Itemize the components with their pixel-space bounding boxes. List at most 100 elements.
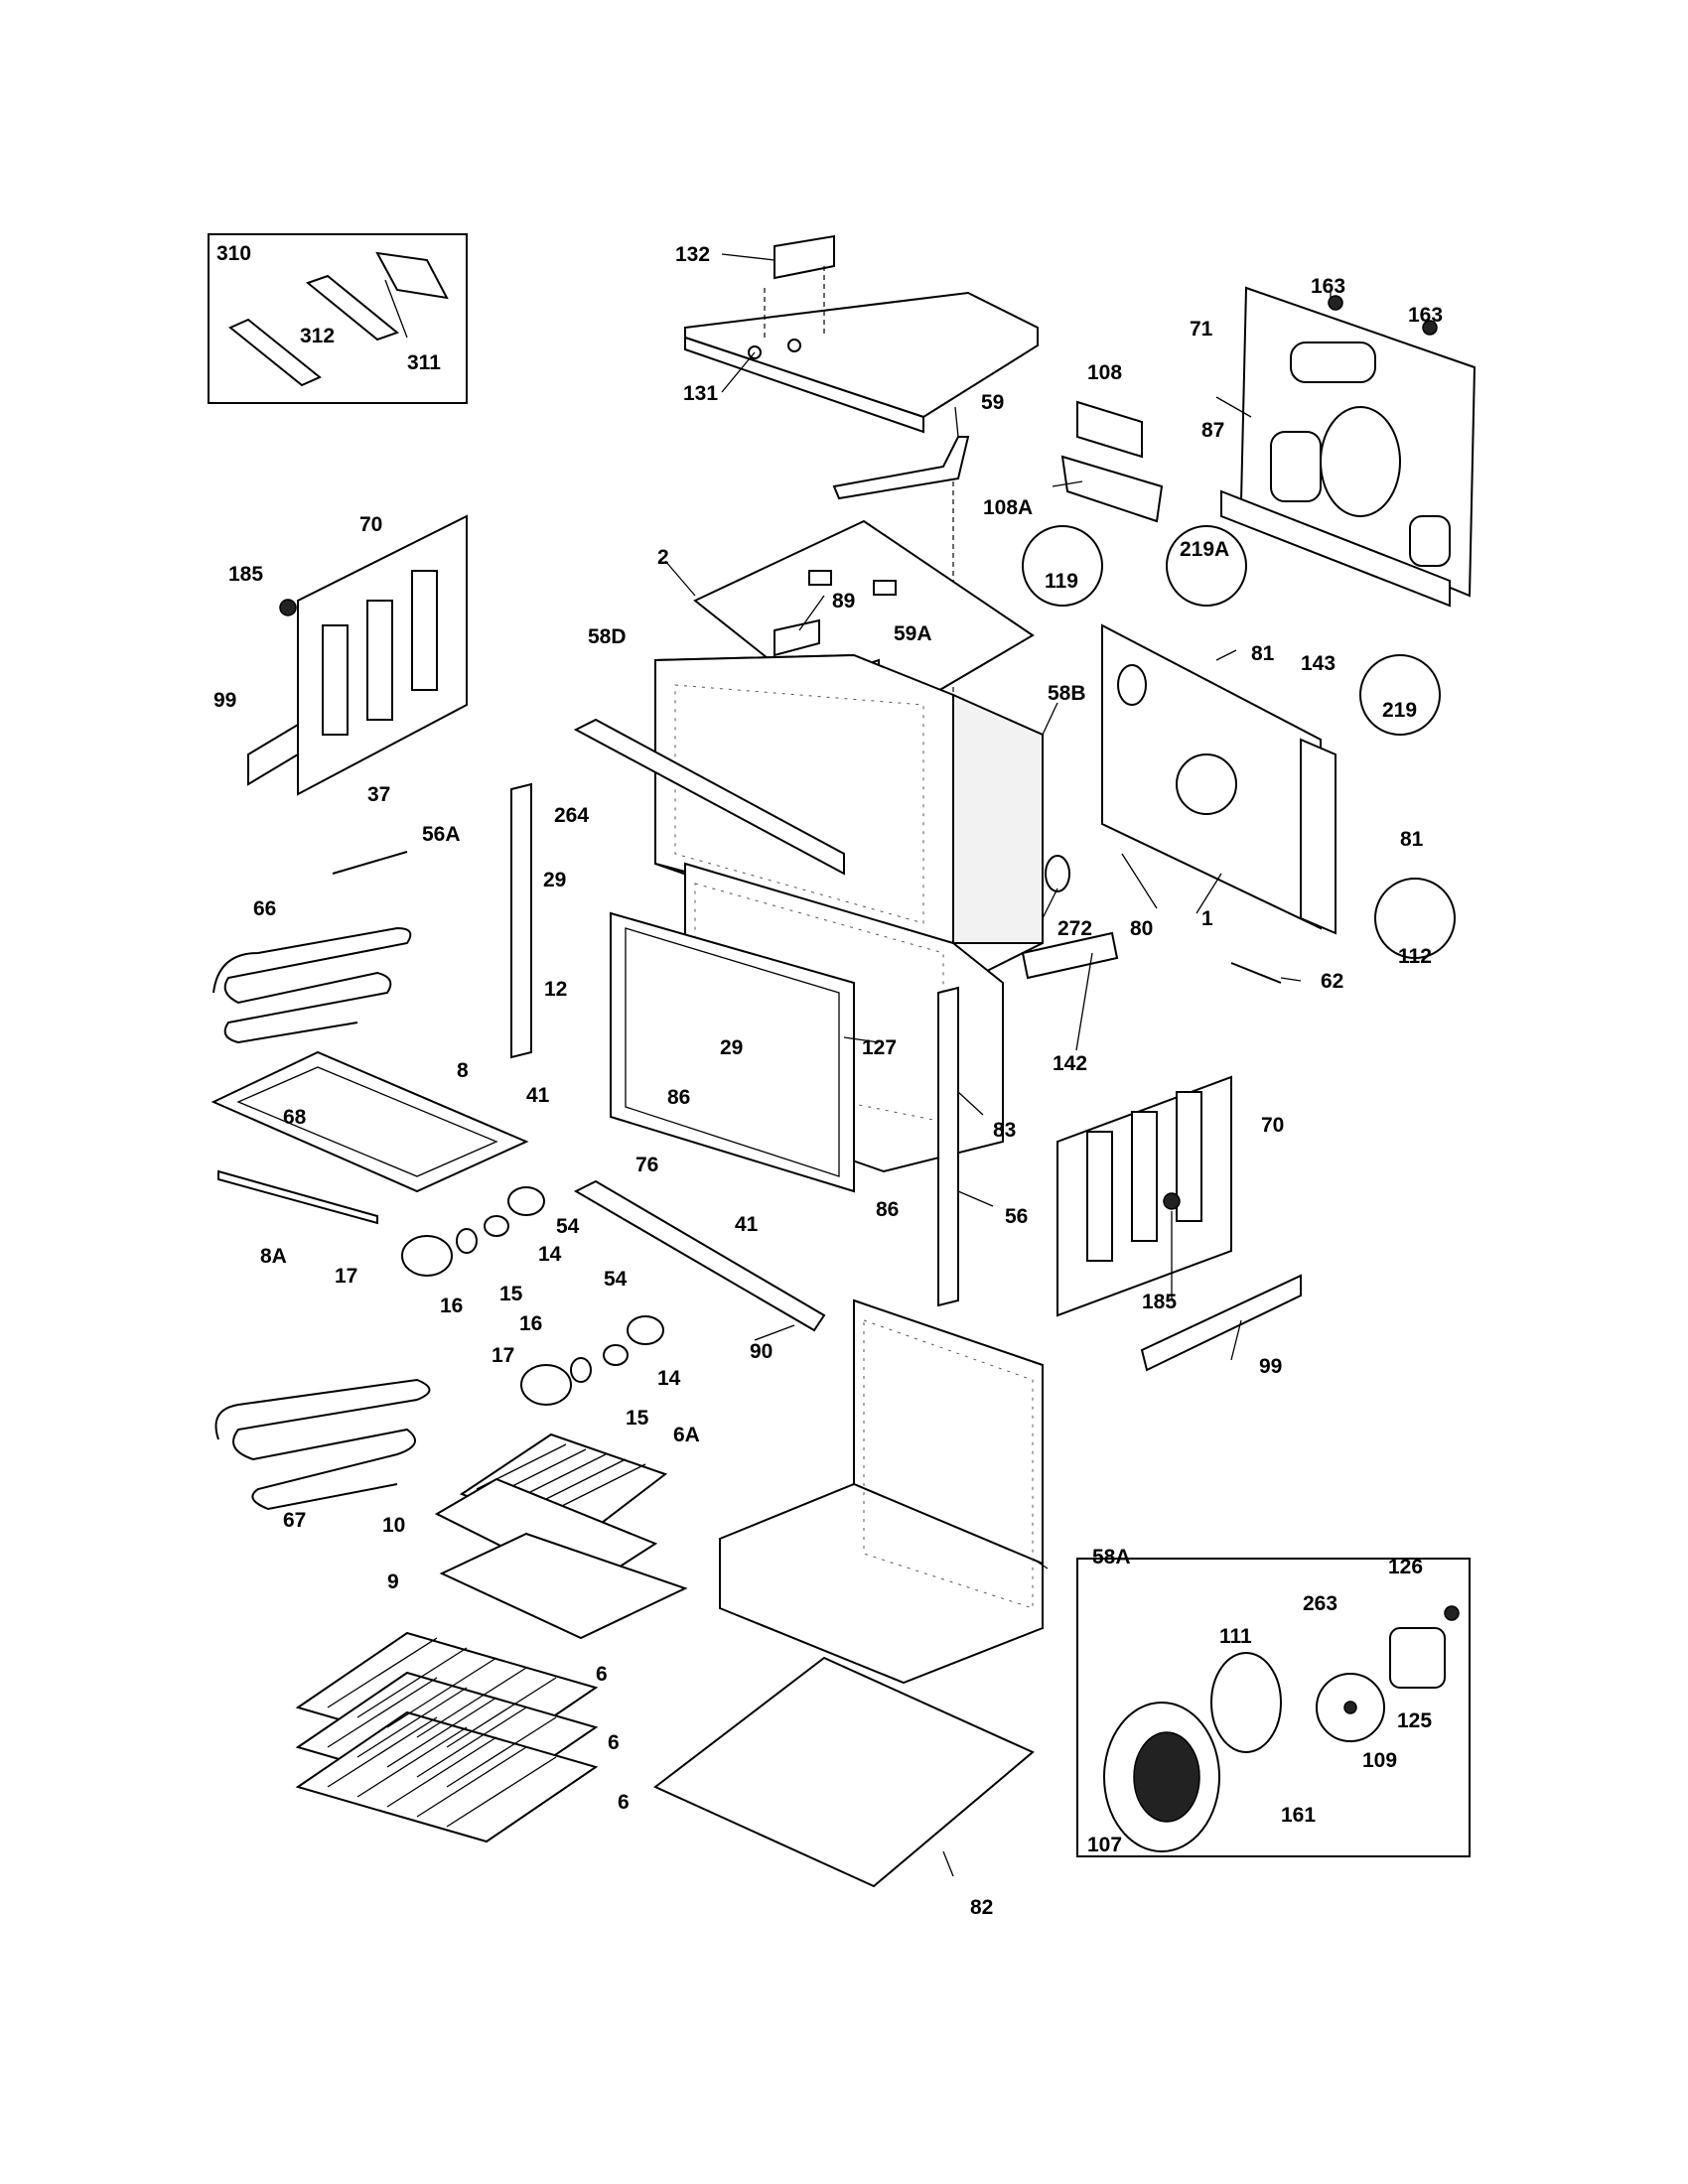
label-41-bottom: 41 [735, 1213, 759, 1236]
label-107: 107 [1087, 1834, 1122, 1856]
label-143: 143 [1301, 652, 1336, 675]
bar-264 [573, 718, 845, 876]
side-panel-70-left [247, 514, 468, 796]
rail-56 [937, 986, 959, 1307]
label-263: 263 [1303, 1592, 1337, 1615]
sensor-37 [332, 851, 408, 875]
inset-kit-310 [208, 233, 468, 404]
label-272: 272 [1057, 917, 1092, 940]
label-54-right: 54 [604, 1268, 628, 1291]
top-panel-131 [684, 234, 1039, 434]
rail-56A [510, 782, 532, 1059]
label-62: 62 [1321, 970, 1343, 993]
callout-119 [1022, 525, 1103, 607]
pan-9 [439, 1532, 688, 1640]
label-219: 219 [1382, 699, 1417, 722]
label-142: 142 [1053, 1052, 1087, 1075]
label-59: 59 [981, 391, 1004, 414]
control-panel-1 [1101, 623, 1336, 935]
label-54-left: 54 [556, 1215, 580, 1238]
label-68: 68 [283, 1106, 307, 1129]
label-58B: 58B [1048, 682, 1086, 705]
label-66: 66 [253, 897, 276, 920]
label-41-top: 41 [526, 1084, 550, 1107]
callout-219A [1166, 525, 1247, 607]
side-panel-70-right [1056, 1075, 1302, 1372]
label-163-a: 163 [1311, 275, 1345, 298]
label-185-left: 185 [228, 563, 263, 586]
label-9: 9 [387, 1570, 399, 1593]
label-29-mid: 29 [720, 1036, 743, 1059]
label-264: 264 [554, 804, 589, 827]
bracket-108 [1060, 400, 1164, 523]
callout-112 [1374, 878, 1456, 959]
label-56: 56 [1005, 1205, 1028, 1228]
label-126: 126 [1388, 1556, 1423, 1578]
label-12: 12 [544, 978, 567, 1001]
duct-59 [832, 436, 970, 500]
label-99-left: 99 [213, 689, 236, 712]
bake-element-66 [212, 926, 412, 1044]
rear-panel-71 [1220, 286, 1477, 608]
label-81-top: 81 [1251, 642, 1275, 665]
oven-racks-6 [295, 1631, 599, 1843]
label-119: 119 [1045, 570, 1078, 593]
label-56A: 56A [422, 823, 461, 846]
inset-convection-fan [1076, 1558, 1471, 1857]
callout-219 [1359, 654, 1441, 736]
label-17-right: 17 [492, 1344, 514, 1367]
label-86-bottom: 86 [876, 1198, 899, 1221]
label-89: 89 [832, 590, 855, 613]
label-2: 2 [657, 546, 669, 569]
label-83: 83 [993, 1119, 1016, 1142]
label-161: 161 [1281, 1804, 1316, 1827]
label-132: 132 [675, 243, 710, 266]
label-311: 311 [407, 351, 441, 374]
label-1: 1 [1201, 907, 1213, 930]
label-163-b: 163 [1408, 304, 1443, 327]
broil-element-67 [214, 1378, 431, 1511]
label-310: 310 [216, 242, 251, 265]
label-81-bottom: 81 [1400, 828, 1424, 851]
label-67: 67 [283, 1509, 306, 1532]
label-127: 127 [862, 1036, 897, 1059]
label-70-left: 70 [359, 513, 382, 536]
label-6-mid: 6 [608, 1731, 620, 1754]
broil-pan-8 [211, 1050, 529, 1225]
cap-272 [1045, 855, 1070, 892]
rail-142 [1021, 931, 1119, 980]
label-109: 109 [1362, 1749, 1397, 1772]
label-219A: 219A [1180, 538, 1229, 561]
lamp-assembly-1 [401, 1186, 545, 1277]
label-8A: 8A [260, 1245, 287, 1268]
label-86-top: 86 [667, 1086, 690, 1109]
label-70-right: 70 [1261, 1114, 1284, 1137]
part-labels: 310 312 311 132 131 59 163 163 71 108 10… [213, 242, 1443, 1919]
label-6-bottom: 6 [618, 1791, 630, 1814]
label-6A: 6A [673, 1424, 700, 1446]
label-16-left: 16 [440, 1295, 463, 1317]
label-99-right: 99 [1259, 1355, 1282, 1378]
label-37: 37 [367, 783, 390, 806]
leader-lines [664, 253, 1332, 1877]
label-17-left: 17 [335, 1265, 357, 1288]
label-58D: 58D [588, 625, 627, 648]
label-108: 108 [1087, 361, 1122, 384]
lamp-assembly-2 [520, 1315, 664, 1406]
liner-58A [719, 1298, 1044, 1685]
label-111: 111 [1219, 1625, 1252, 1648]
base-82 [653, 1656, 1035, 1888]
trim-90 [573, 1179, 826, 1332]
label-16-right: 16 [519, 1312, 542, 1335]
label-8: 8 [457, 1059, 469, 1082]
label-6-top: 6 [596, 1663, 608, 1686]
label-108A: 108A [983, 496, 1033, 519]
label-14-left: 14 [538, 1243, 562, 1266]
clips-62 [1230, 962, 1282, 984]
label-312: 312 [300, 325, 335, 347]
label-112: 112 [1398, 945, 1432, 968]
label-14-right: 14 [657, 1367, 681, 1390]
label-10: 10 [382, 1514, 405, 1537]
label-58A: 58A [1092, 1546, 1131, 1569]
